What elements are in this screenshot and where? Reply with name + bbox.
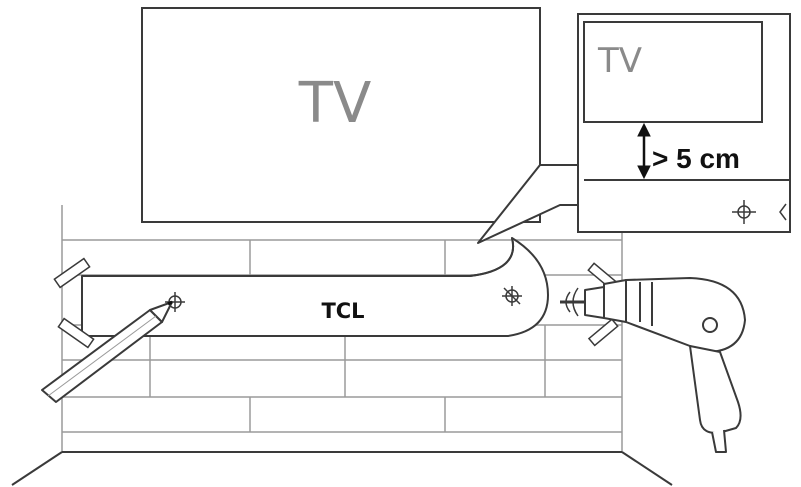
tape-bottom-left	[57, 317, 95, 349]
inset-tv-screen	[583, 21, 763, 123]
inset-detail: TV > 5 cm	[577, 13, 791, 233]
tape-top-left	[53, 257, 91, 289]
tape-bottom-right	[587, 318, 619, 347]
tv-screen	[141, 7, 541, 223]
drill-icon	[560, 277, 746, 453]
crosshair-icon	[502, 286, 522, 306]
pencil-icon	[41, 300, 173, 403]
template-curl	[469, 237, 515, 277]
inset-tv-label: TV	[597, 41, 642, 81]
tv-label: TV	[298, 71, 372, 136]
floor-right-line	[621, 451, 673, 486]
clearance-label: > 5 cm	[652, 143, 740, 174]
template-logo: TCL	[321, 299, 364, 323]
crosshair-icon	[732, 200, 756, 224]
floor-left-line	[11, 451, 63, 486]
crosshair-partial	[779, 203, 787, 221]
double-arrow-icon	[637, 122, 651, 180]
